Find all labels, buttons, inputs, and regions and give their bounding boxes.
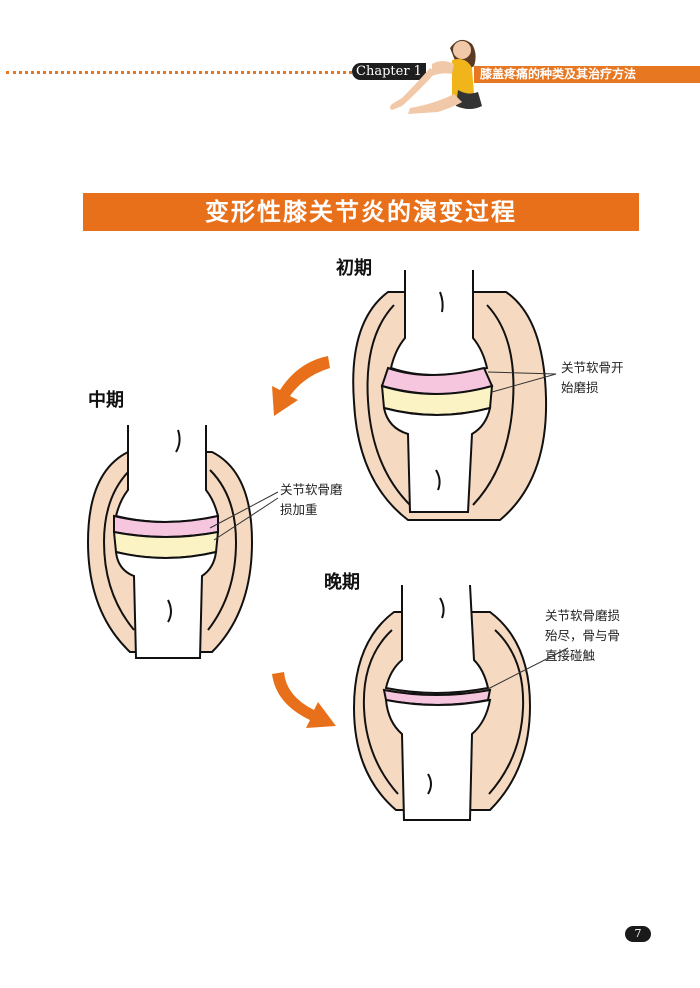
leader-lines bbox=[209, 371, 569, 691]
header-dotted-rule bbox=[6, 71, 352, 74]
note-late-line-3: 直接碰触 bbox=[545, 648, 596, 663]
joint-middle bbox=[86, 425, 254, 659]
note-middle-line-2: 损加重 bbox=[280, 502, 318, 517]
note-middle-line-1: 关节软骨磨 bbox=[280, 482, 343, 497]
arrow-middle-to-late bbox=[272, 672, 336, 728]
arrow-early-to-middle bbox=[272, 356, 330, 416]
note-late: 关节软骨磨损 殆尽，骨与骨 直接碰触 bbox=[545, 606, 620, 666]
note-early: 关节软骨开 始磨损 bbox=[561, 358, 624, 398]
joint-early bbox=[352, 270, 548, 521]
stage-label-late: 晚期 bbox=[324, 572, 360, 593]
figure-title: 变形性膝关节炎的演变过程 bbox=[83, 193, 639, 231]
header-model-photo bbox=[390, 39, 482, 114]
chapter-title: 膝盖疼痛的种类及其治疗方法 bbox=[474, 66, 700, 83]
stage-label-middle: 中期 bbox=[88, 390, 124, 411]
note-late-line-1: 关节软骨磨损 bbox=[545, 608, 621, 623]
page-number: 7 bbox=[625, 926, 651, 942]
note-middle: 关节软骨磨 损加重 bbox=[280, 480, 343, 520]
joint-late bbox=[352, 584, 532, 821]
note-early-line-2: 始磨损 bbox=[561, 380, 599, 395]
stage-label-early: 初期 bbox=[336, 258, 372, 279]
note-late-line-2: 殆尽，骨与骨 bbox=[545, 628, 621, 643]
note-early-line-1: 关节软骨开 bbox=[561, 360, 624, 375]
chapter-label: Chapter 1 bbox=[352, 63, 426, 80]
